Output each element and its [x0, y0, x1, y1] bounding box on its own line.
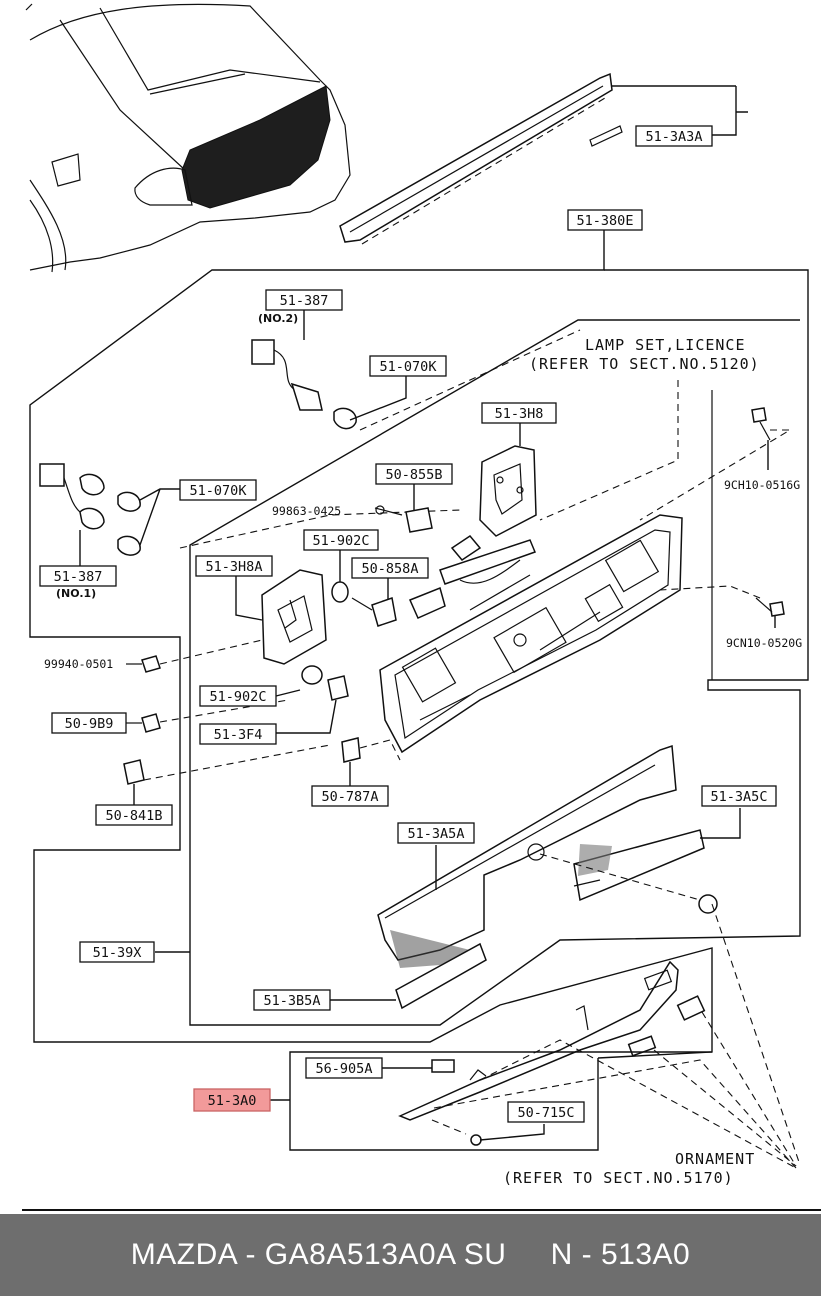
callout-56-905a[interactable]: 56-905A: [305, 1057, 383, 1079]
footer-bar: MAZDA - GA8A513A0A SU N - 513A0: [0, 1214, 821, 1296]
callout-text: 51-387: [54, 569, 103, 585]
callout-50-787a[interactable]: 50-787A: [311, 785, 389, 807]
part-number-99940[interactable]: 99940-0501: [44, 657, 113, 671]
callout-51-070k-left[interactable]: 51-070K: [179, 479, 257, 501]
callout-text: 50-858A: [362, 561, 419, 577]
gasket-51-3h8: [479, 445, 537, 537]
side-lens-51-3a5c: [573, 829, 705, 902]
callout-50-841b[interactable]: 50-841B: [95, 804, 173, 826]
callout-51-3b5a[interactable]: 51-3B5A: [253, 989, 331, 1011]
lamp-socket-no2: [251, 308, 407, 430]
callout-text: 51-902C: [313, 533, 370, 549]
tailgate-garnish: [379, 514, 683, 754]
callout-text: 56-905A: [316, 1061, 373, 1077]
ornament-note-title: ORNAMENT: [675, 1150, 755, 1168]
callout-text: 51-902C: [210, 689, 267, 705]
callout-50-715c[interactable]: 50-715C: [507, 1101, 585, 1123]
callout-sub-no1: (NO.1): [56, 587, 96, 600]
callout-text: 51-380E: [577, 213, 634, 229]
callout-51-380e[interactable]: 51-380E: [567, 209, 643, 231]
ornament-note-ref[interactable]: (REFER TO SECT.NO.5170): [503, 1169, 734, 1187]
callout-text: 51-070K: [380, 359, 438, 375]
lower-panel-51-3a5a: [377, 744, 677, 968]
callout-text: 51-3F4: [214, 727, 263, 743]
lamp-set-note-title: LAMP SET,LICENCE: [585, 336, 746, 354]
callout-51-902c-top[interactable]: 51-902C: [303, 529, 379, 551]
callout-text: 51-3H8: [495, 406, 544, 422]
callout-51-3a5c[interactable]: 51-3A5C: [701, 785, 777, 807]
callout-text: 51-070K: [190, 483, 248, 499]
lamp-socket-no1: [39, 463, 180, 566]
callout-50-855b[interactable]: 50-855B: [375, 463, 453, 485]
callout-50-858a[interactable]: 50-858A: [351, 557, 429, 579]
gasket-51-3h8a: [261, 569, 327, 665]
callout-text: 50-841B: [106, 808, 163, 824]
callout-51-387-no1[interactable]: 51-387: [39, 565, 117, 587]
callout-51-3a5a[interactable]: 51-3A5A: [397, 822, 475, 844]
callout-51-3a3a[interactable]: 51-3A3A: [635, 125, 713, 147]
car-rear-illustration: [25, 3, 351, 273]
callout-51-3a0-highlighted[interactable]: 51-3A0: [193, 1088, 271, 1112]
callout-text: 51-3A5A: [408, 826, 465, 842]
lamp-set-note-ref[interactable]: (REFER TO SECT.NO.5120): [529, 355, 760, 373]
callout-51-3f4[interactable]: 51-3F4: [199, 723, 277, 745]
callout-text: 51-39X: [93, 945, 142, 961]
spoiler-strip: [339, 72, 623, 245]
callout-51-39x[interactable]: 51-39X: [79, 941, 155, 963]
callout-text: 50-787A: [322, 789, 379, 805]
part-number-9cn10-0520g[interactable]: 9CN10-0520G: [726, 636, 802, 650]
callout-text: 51-3A3A: [646, 129, 703, 145]
part-number-99863[interactable]: 99863-0425: [272, 504, 341, 518]
callout-text: 50-9B9: [65, 716, 114, 732]
ornament-assembly: [398, 960, 706, 1146]
callout-51-3h8a[interactable]: 51-3H8A: [195, 555, 273, 577]
callout-sub-no2: (NO.2): [258, 312, 298, 325]
callout-text: 50-715C: [518, 1105, 575, 1121]
callout-text: 51-387: [280, 293, 329, 309]
callout-text: 51-3H8A: [206, 559, 263, 575]
parts-diagram: 51-3A3A 51-380E 51-387 (NO.2) 51-070K 51…: [22, 3, 821, 1211]
callout-50-9b9[interactable]: 50-9B9: [51, 712, 127, 734]
callout-text: 51-3A5C: [711, 789, 768, 805]
callout-51-387-no2[interactable]: 51-387: [265, 289, 343, 311]
callout-51-070k-top[interactable]: 51-070K: [369, 355, 447, 377]
part-number-9ch10-0516g[interactable]: 9CH10-0516G: [724, 478, 800, 492]
callout-text: 50-855B: [386, 467, 443, 483]
footer-part-caption: MAZDA - GA8A513A0A SU N - 513A0: [130, 1238, 691, 1271]
callout-text: 51-3B5A: [264, 993, 321, 1009]
callout-51-902c-low[interactable]: 51-902C: [199, 685, 277, 707]
callout-51-3h8[interactable]: 51-3H8: [481, 402, 557, 424]
callout-text: 51-3A0: [208, 1093, 257, 1109]
